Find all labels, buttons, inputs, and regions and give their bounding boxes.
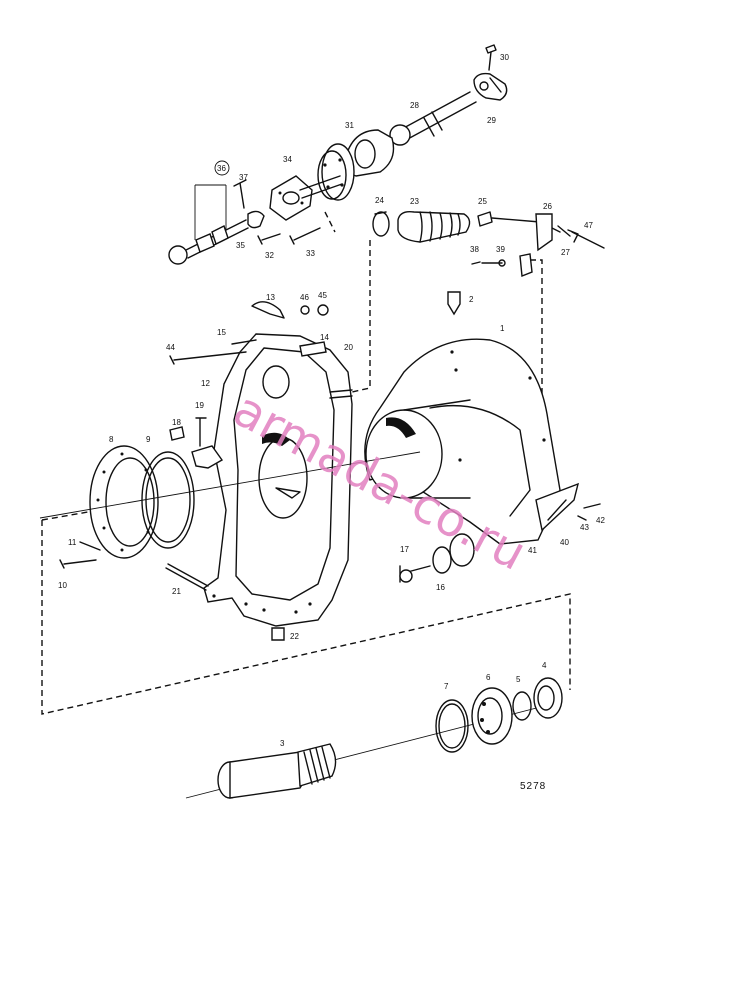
callout-label: 33 [306, 249, 315, 258]
callout-label: 7 [444, 682, 449, 691]
callout-label: 31 [345, 121, 354, 130]
callout-label: 17 [400, 545, 409, 554]
callout-label: 34 [283, 155, 292, 164]
callout-label: 25 [478, 197, 487, 206]
seal-ring-assembly [39, 445, 421, 569]
flywheel-housing [364, 291, 601, 583]
callout-label: 26 [543, 202, 552, 211]
callout-label: 11 [68, 538, 77, 547]
figure-number: 5278 [520, 781, 546, 792]
cable-bellows-assembly [351, 210, 605, 446]
callout-label: 39 [496, 245, 505, 254]
callout-label: 1 [500, 324, 505, 333]
callout-label: 14 [320, 333, 329, 342]
callout-label: 27 [561, 248, 570, 257]
callout-label: 13 [266, 293, 275, 302]
callout-label: 3 [280, 739, 285, 748]
callout-label: 32 [265, 251, 274, 260]
callout-label: 9 [146, 435, 151, 444]
callout-label: 16 [436, 583, 445, 592]
callout-label: 38 [470, 245, 479, 254]
callout-label: 30 [500, 53, 509, 62]
input-shaft-assembly [185, 677, 563, 799]
callout-label: 37 [239, 173, 248, 182]
callout-label: 6 [486, 673, 491, 682]
callout-label: 22 [290, 632, 299, 641]
callout-label: 19 [195, 401, 204, 410]
callout-label: 41 [528, 546, 537, 555]
callout-label: 10 [58, 581, 67, 590]
shift-linkage-assembly [168, 44, 508, 265]
callout-label: 46 [300, 293, 309, 302]
callout-label: 43 [580, 523, 589, 532]
callout-label: 20 [344, 343, 353, 352]
callout-label: 35 [236, 241, 245, 250]
callout-label: 28 [410, 101, 419, 110]
callout-label: 4 [542, 661, 547, 670]
callout-label: 29 [487, 116, 496, 125]
callout-label: 15 [217, 328, 226, 337]
callout-label: 2 [469, 295, 474, 304]
callout-label: 18 [172, 418, 181, 427]
callout-label: 5 [516, 675, 521, 684]
callout-label: 44 [166, 343, 175, 352]
callout-label: 40 [560, 538, 569, 547]
callout-label: 45 [318, 291, 327, 300]
callout-labels: 30 29 28 31 34 36 37 35 32 33 24 23 25 2… [58, 53, 605, 748]
callout-label: 12 [201, 379, 210, 388]
callout-label: 36 [217, 164, 226, 173]
callout-label: 47 [584, 221, 593, 230]
intermediate-housing [165, 301, 353, 641]
callout-label: 42 [596, 516, 605, 525]
callout-label: 8 [109, 435, 114, 444]
callout-label: 23 [410, 197, 419, 206]
callout-label: 21 [172, 587, 181, 596]
callout-label: 24 [375, 196, 384, 205]
